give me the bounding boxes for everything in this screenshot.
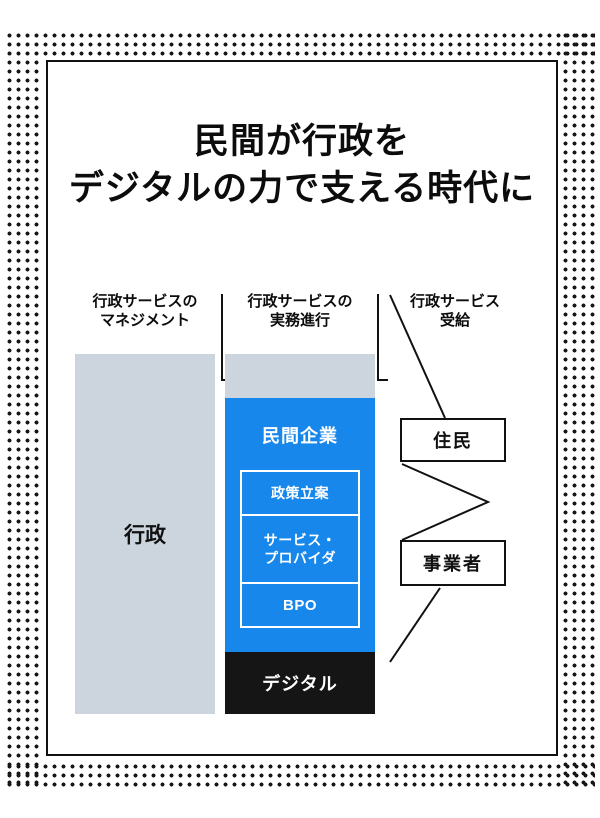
column2-header-line2: 実務進行 [269,312,330,329]
column2-gray-strip [225,354,375,398]
column1-header-line2: マネジメント [99,312,190,329]
bottom-diagonal-line [389,587,441,663]
halftone-border-bottom [5,762,595,787]
chevron-line [401,463,491,541]
halftone-border-top [5,31,595,56]
page-frame: 民間が行政を デジタルの力で支える時代に 行政サービスの マネジメント 行政サー… [46,60,558,756]
business-operators-box: 事業者 [400,540,506,586]
title-line-1: 民間が行政を [193,122,410,161]
halftone-border-left [5,31,39,787]
business-operators-label: 事業者 [423,554,483,574]
column1-header: 行政サービスの マネジメント [75,292,215,330]
page-title: 民間が行政を デジタルの力で支える時代に [48,118,556,212]
policy-planning-box: 政策立案 [240,470,360,516]
residents-label: 住民 [433,431,473,451]
column3-header: 行政サービス 受給 [385,292,525,330]
column3-header-line1: 行政サービス [409,293,500,310]
service-provider-box: サービス・ プロバイダ [240,514,360,584]
column2-header: 行政サービスの 実務進行 [225,292,375,330]
bpo-box: BPO [240,582,360,628]
residents-box: 住民 [400,418,506,462]
column2-header-line1: 行政サービスの [247,293,353,310]
private-company-box: 民間企業 政策立案 サービス・ プロバイダ BPO [225,398,375,652]
column3-header-line2: 受給 [439,312,470,329]
private-company-label: 民間企業 [262,426,338,446]
government-label: 行政 [124,524,166,547]
government-box: 行政 [75,354,215,714]
digital-box: デジタル [225,652,375,714]
digital-label: デジタル [262,674,338,694]
column1-header-line1: 行政サービスの [92,293,198,310]
halftone-border-right [561,31,595,787]
company-items-stack: 政策立案 サービス・ プロバイダ BPO [240,470,360,628]
title-line-2: デジタルの力で支える時代に [68,169,536,208]
